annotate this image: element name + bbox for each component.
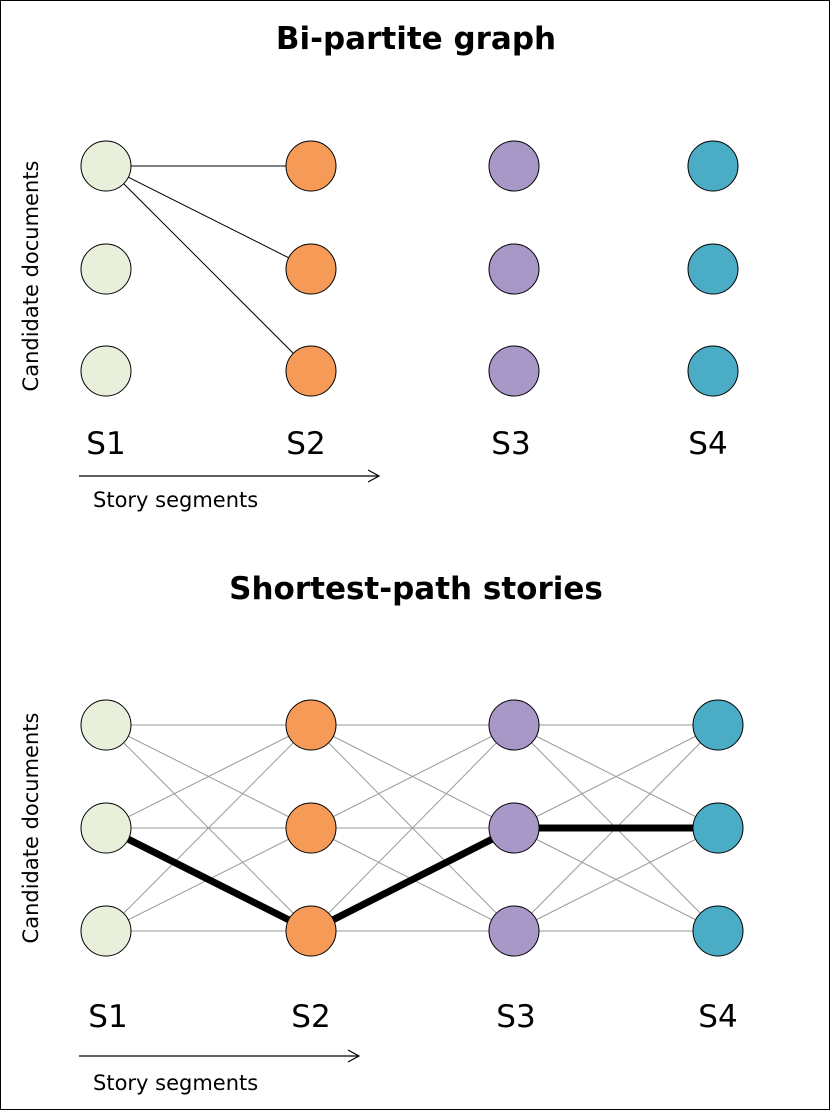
bottom-segment-label-s2: S2	[291, 999, 331, 1035]
bottom-node-s1-doc2	[80, 802, 132, 854]
bottom-edge-s2doc3-s3doc1	[310, 724, 515, 932]
bottom-node-s3-doc2	[488, 802, 540, 854]
bottom-node-s3-doc3	[488, 905, 540, 957]
top-node-s2-doc1	[285, 140, 337, 192]
bottom-node-s1-doc1	[80, 699, 132, 751]
top-edge-s1doc1-s2doc3	[105, 165, 312, 372]
bottom-segment-label-s3: S3	[496, 999, 536, 1035]
bottom-node-s1-doc3	[80, 905, 132, 957]
top-y-axis-label-text: Candidate documents	[19, 160, 43, 392]
top-node-s2-doc3	[285, 345, 337, 397]
bottom-node-s2-doc2	[285, 802, 337, 854]
bottom-edge-s3doc2-s4doc1	[513, 724, 719, 829]
top-edge-s1doc1-s2doc2	[105, 165, 312, 270]
bottom-edge-s3doc3-s4doc2	[513, 827, 719, 932]
top-node-s3-doc2	[488, 243, 540, 295]
bottom-node-s3-doc1	[488, 699, 540, 751]
bottom-x-axis-label: Story segments	[93, 1071, 259, 1095]
bottom-node-s4-doc2	[692, 802, 744, 854]
bottom-edge-s1doc2-s2doc1	[105, 724, 312, 829]
top-segment-label-s4: S4	[688, 426, 728, 462]
top-segment-label-s3: S3	[491, 426, 531, 462]
bottom-node-s2-doc1	[285, 699, 337, 751]
bottom-node-s4-doc1	[692, 699, 744, 751]
top-node-s3-doc3	[488, 345, 540, 397]
bottom-edge-s2doc2-s3doc1	[310, 724, 515, 829]
bottom-node-s4-doc3	[692, 905, 744, 957]
top-panel-title: Bi-partite graph	[275, 21, 557, 57]
bottom-y-axis-label-text: Candidate documents	[19, 712, 43, 944]
top-node-s3-doc1	[488, 140, 540, 192]
bottom-edge-s1doc3-s2doc1	[105, 724, 312, 932]
top-segment-label-s2: S2	[286, 426, 326, 462]
bottom-graph-nodes	[80, 699, 744, 957]
top-node-s4-doc1	[687, 140, 739, 192]
top-node-s1-doc3	[80, 345, 132, 397]
top-node-s1-doc1	[80, 140, 132, 192]
top-graph-nodes	[80, 140, 739, 397]
top-x-axis-label: Story segments	[93, 488, 259, 512]
shortest-path-edge-1	[102, 824, 315, 935]
top-node-s4-doc2	[687, 243, 739, 295]
bottom-node-s2-doc3	[285, 905, 337, 957]
bottom-panel-title: Shortest-path stories	[229, 571, 603, 607]
bottom-segment-label-s4: S4	[698, 999, 738, 1035]
top-node-s4-doc3	[687, 345, 739, 397]
shortest-path-edges	[102, 824, 722, 935]
top-node-s1-doc2	[80, 243, 132, 295]
shortest-path-edge-2	[307, 824, 518, 935]
top-node-s2-doc2	[285, 243, 337, 295]
top-graph-edges	[105, 165, 312, 372]
bottom-segment-label-s1: S1	[88, 999, 128, 1035]
top-segment-label-s1: S1	[86, 426, 126, 462]
